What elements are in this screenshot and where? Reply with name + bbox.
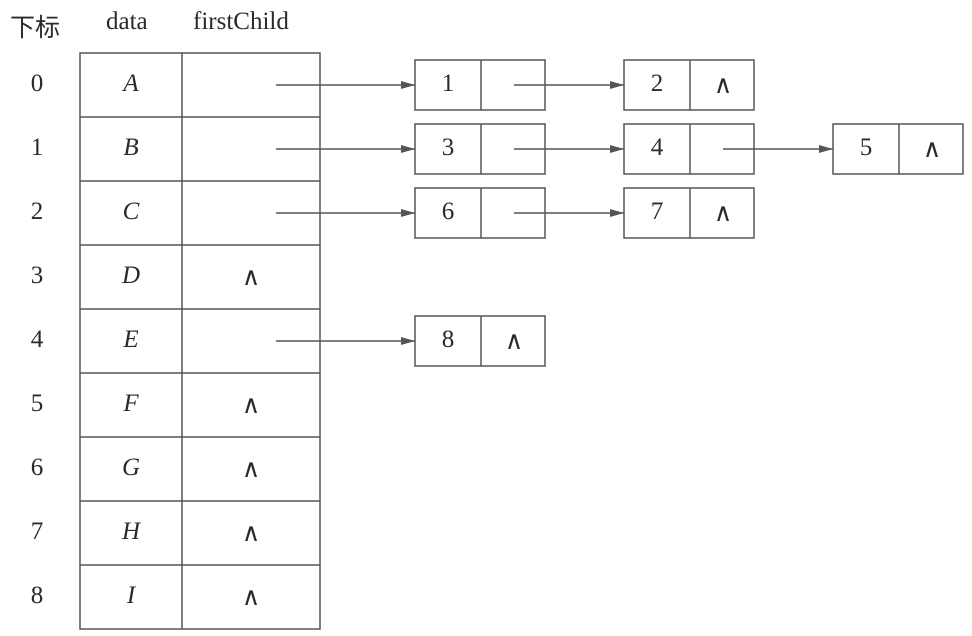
node-child-value: 2 (650, 70, 664, 97)
node-next-value: ∧ (504, 328, 524, 355)
data-cell: B (123, 134, 139, 161)
data-cell: E (123, 326, 139, 353)
node-child-value: 1 (441, 70, 455, 97)
data-cell: I (126, 582, 136, 609)
row-index: 2 (30, 198, 44, 225)
header-index: 下标 (10, 15, 61, 42)
row-index: 6 (30, 454, 44, 481)
node-child-value: 7 (650, 198, 664, 225)
first-child-cell: ∧ (241, 264, 261, 291)
node-next-value: ∧ (713, 200, 733, 227)
node-child-value: 5 (859, 134, 873, 161)
list-node (623, 187, 755, 239)
data-cell: H (121, 518, 141, 545)
node-next-value: ∧ (713, 72, 733, 99)
first-child-cell: ∧ (241, 456, 261, 483)
list-node (414, 315, 546, 367)
data-cell: C (122, 198, 140, 225)
header-first-child: firstChild (193, 8, 289, 35)
node-child-value: 8 (441, 326, 455, 353)
row-index: 0 (30, 70, 44, 97)
node-next-value: ∧ (922, 136, 942, 163)
first-child-cell: ∧ (241, 584, 261, 611)
first-child-cell: ∧ (241, 392, 261, 419)
list-node (623, 59, 755, 111)
node-child-value: 6 (441, 198, 455, 225)
row-index: 5 (30, 390, 44, 417)
row-index: 4 (30, 326, 44, 353)
data-cell: A (123, 70, 139, 97)
header-data: data (106, 8, 148, 35)
row-index: 3 (30, 262, 44, 289)
row-index: 7 (30, 518, 44, 545)
data-cell: F (123, 390, 139, 417)
node-child-value: 4 (650, 134, 664, 161)
list-node (832, 123, 964, 175)
row-index: 1 (30, 134, 44, 161)
data-cell: D (121, 262, 141, 289)
row-index: 8 (30, 582, 44, 609)
data-cell: G (121, 454, 141, 481)
first-child-cell: ∧ (241, 520, 261, 547)
node-child-value: 3 (441, 134, 455, 161)
